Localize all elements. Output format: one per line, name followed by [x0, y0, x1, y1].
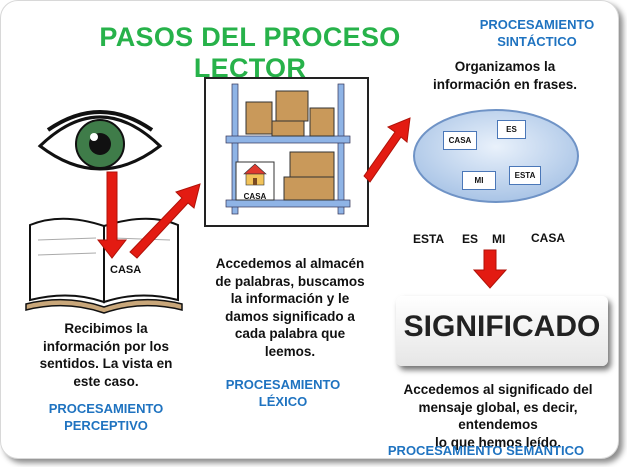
house-icon	[243, 163, 267, 186]
meaning-label: SIGNIFICADO	[403, 310, 601, 343]
oval-word-tag: ESTA	[509, 166, 541, 185]
meaning-box	[396, 296, 608, 366]
semantic-label: PROCESAMIENTO SEMÁNTICO	[387, 443, 585, 458]
arrow-shelf-to-oval	[363, 117, 411, 183]
shelf-box-word: CASA	[243, 192, 267, 201]
sentence-word: MI	[492, 232, 506, 246]
sentence-word: ESTA	[413, 232, 445, 246]
eye-icon	[37, 110, 163, 171]
oval-word-tag: ES	[497, 120, 526, 139]
arrow-down-eye	[96, 171, 128, 259]
arrow-down-meaning	[472, 249, 508, 289]
word-store-shelf	[204, 77, 369, 227]
book-word: CASA	[110, 264, 142, 276]
sentence-word: ES	[462, 232, 479, 246]
oval-word-tag: CASA	[443, 131, 477, 150]
oval-word-tag: MI	[462, 171, 496, 190]
sentence-oval	[413, 109, 579, 203]
sentence-word: CASA	[531, 231, 566, 245]
arrow-book-to-shelf	[129, 183, 201, 259]
